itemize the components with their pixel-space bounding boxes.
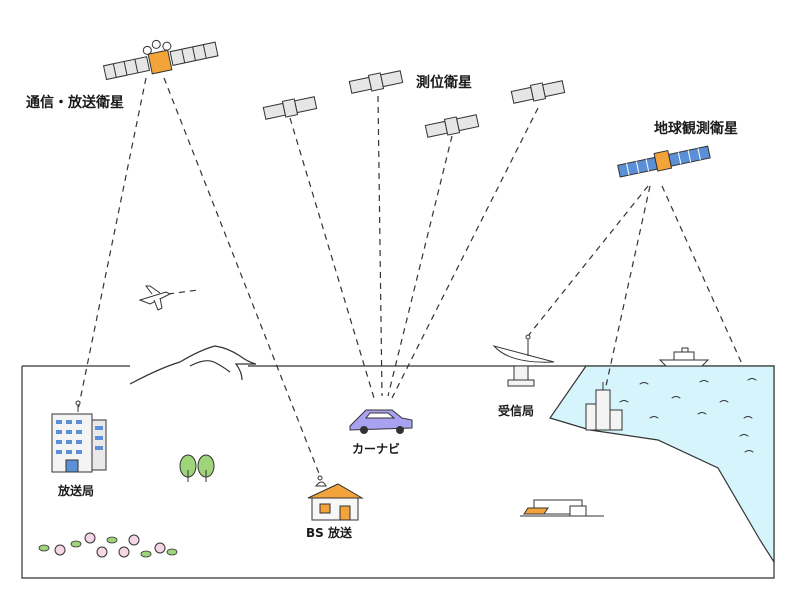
positioning-satellite-icon [424, 114, 480, 138]
ship-icon [658, 347, 710, 367]
flower-icon [54, 532, 166, 558]
leaf-decoration [38, 536, 178, 558]
car-navigation-label: カーナビ [352, 442, 401, 456]
earth-observation-satellite-label: 地球観測衛星 [654, 121, 738, 137]
mountain-icon [129, 345, 257, 385]
broadcast-station-label: 放送局 [58, 484, 95, 498]
dish-antenna-icon [492, 334, 555, 387]
positioning-satellite-icon [510, 80, 566, 104]
comm-satellite-icon [102, 39, 219, 81]
signal-beams [77, 77, 743, 477]
factory-icon [520, 499, 604, 517]
positioning-satellite-label: 測位衛星 [416, 75, 472, 91]
positioning-satellite-icon [348, 70, 404, 94]
positioning-satellite-icon [262, 96, 318, 120]
house-icon [307, 475, 364, 521]
receiving-station-label: 受信局 [498, 404, 535, 418]
airplane-icon [138, 285, 172, 311]
car-icon [349, 409, 413, 434]
city-buildings-icon [585, 382, 623, 431]
broadcast-station-building-icon [51, 400, 107, 473]
tree-icon [179, 454, 215, 482]
sea [549, 365, 775, 565]
bs-broadcast-label: BS 放送 [306, 526, 352, 540]
earth-observation-satellite-icon [617, 145, 711, 178]
comm-satellite-label: 通信・放送衛星 [26, 95, 124, 111]
